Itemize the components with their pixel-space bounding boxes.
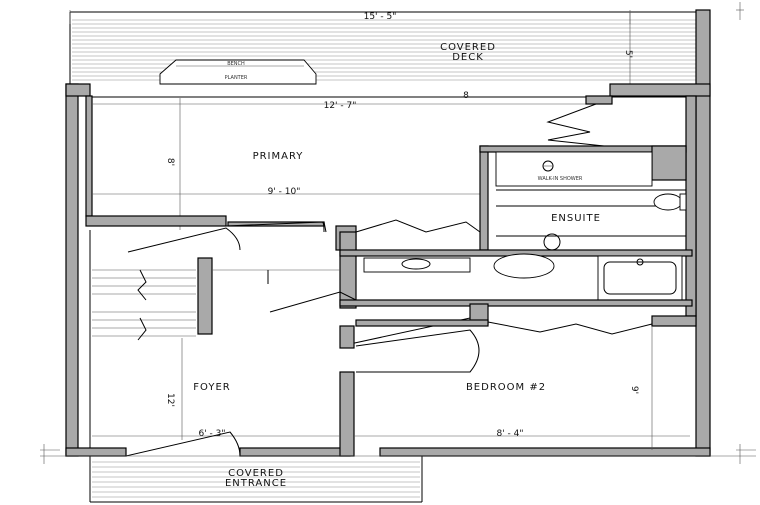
bedroom2-room: BEDROOM #2 9' 8' - 4" [354,303,697,450]
hall-door-swing-middle [269,291,357,313]
ensuite-door-swing [355,219,481,233]
stair-break-line [137,269,147,301]
covered-entrance-label-line1: COVERED [228,468,284,479]
primary-depth-dimension: 8' [165,158,175,166]
bedroom-closet-bifold-door [487,321,653,335]
foyer-label: FOYER [193,382,230,393]
shower-label: WALK-IN SHOWER [538,176,583,182]
primary-width-dimension: 12' - 7" [324,101,357,111]
bathtub [597,255,683,301]
ensuite-label: ENSUITE [551,213,601,224]
primary-room-label: PRIMARY [253,151,304,162]
deck-planter-top-label: BENCH [227,61,245,67]
covered-deck: BENCH PLANTER 15' - 5" COVERED DECK 5' [69,10,701,94]
covered-deck-label-line2: DECK [452,52,484,63]
primary-inner-width-dimension: 9' - 10" [268,187,301,197]
covered-deck-label-line1: COVERED [440,42,496,53]
bathroom-strip [339,249,693,307]
covered-entrance-label-line2: ENTRANCE [225,478,287,489]
dimension-ticks [40,2,756,464]
primary-right-dimension: 8 [463,91,469,101]
walk-in-shower [495,151,653,187]
primary-room: 12' - 7" 8 PRIMARY 9' - 10" 8' [85,91,686,233]
hall-door-swing-upper [127,227,241,253]
ensuite-toilet [653,193,683,211]
entry-door-swing [125,431,241,457]
covered-entrance: COVERED ENTRANCE [89,456,423,503]
foyer-width-dimension: 6' - 3" [198,429,225,439]
bedroom2-label: BEDROOM #2 [466,382,546,393]
closet-bifold-door [546,103,605,147]
primary-door-swing [225,221,325,233]
stair-railing-wall [197,257,213,335]
deck-width-dimension: 15' - 5" [364,12,397,22]
bedroom-depth-dimension: 9' [629,386,639,394]
foyer-room: 12' FOYER 6' - 3" [92,325,355,457]
bathroom-toilet [493,253,555,279]
bathroom-vanity [363,257,471,273]
foyer-depth-dimension: 12' [165,393,175,407]
bedroom-width-dimension: 8' - 4" [496,429,523,439]
bedroom-door-swing [355,329,480,373]
deck-depth-dimension: 5' [623,50,633,58]
deck-planter-label: PLANTER [225,75,248,81]
